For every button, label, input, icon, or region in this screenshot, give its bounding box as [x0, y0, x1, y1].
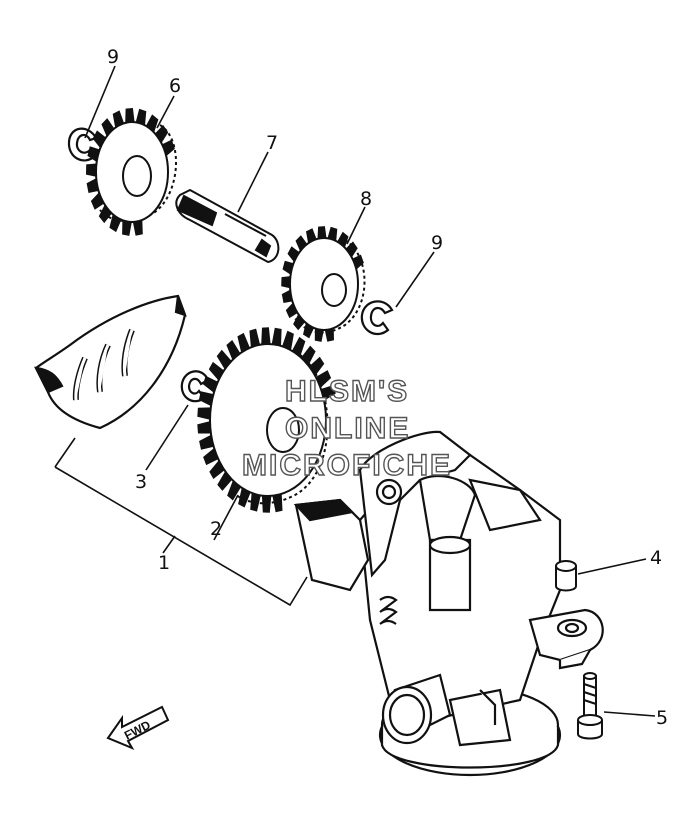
fwd-arrow-icon: FWD — [106, 705, 170, 751]
callout-2: 2 — [210, 518, 222, 540]
callout-9-right: 9 — [431, 232, 443, 254]
callout-numbers: 9 6 7 8 9 3 2 1 4 5 — [107, 46, 668, 729]
watermark-line-1: HLSM'S — [285, 375, 409, 408]
callout-1: 1 — [158, 552, 170, 574]
callout-4: 4 — [650, 547, 662, 569]
callout-3: 3 — [135, 471, 147, 493]
callout-7: 7 — [266, 132, 278, 154]
callout-9-top: 9 — [107, 46, 119, 68]
callout-8: 8 — [360, 188, 372, 210]
callout-6: 6 — [169, 75, 181, 97]
watermark: HLSM'S ONLINE MICROFICHE — [241, 374, 452, 482]
oil-pump-body — [293, 430, 604, 777]
callout-5: 5 — [656, 707, 668, 729]
circlip-small — [180, 370, 210, 403]
gear-medium — [281, 226, 366, 342]
drive-shaft — [175, 188, 280, 264]
mounting-bolt — [577, 672, 603, 740]
watermark-line-3: MICROFICHE — [242, 449, 452, 482]
circlip-right — [360, 300, 394, 336]
gear-large — [197, 327, 336, 513]
leader-lines — [54, 65, 656, 717]
dowel-collar — [555, 560, 577, 592]
gear-cover-plate — [34, 294, 187, 430]
gear-small-top — [86, 108, 177, 236]
watermark-line-2: ONLINE — [285, 412, 410, 445]
